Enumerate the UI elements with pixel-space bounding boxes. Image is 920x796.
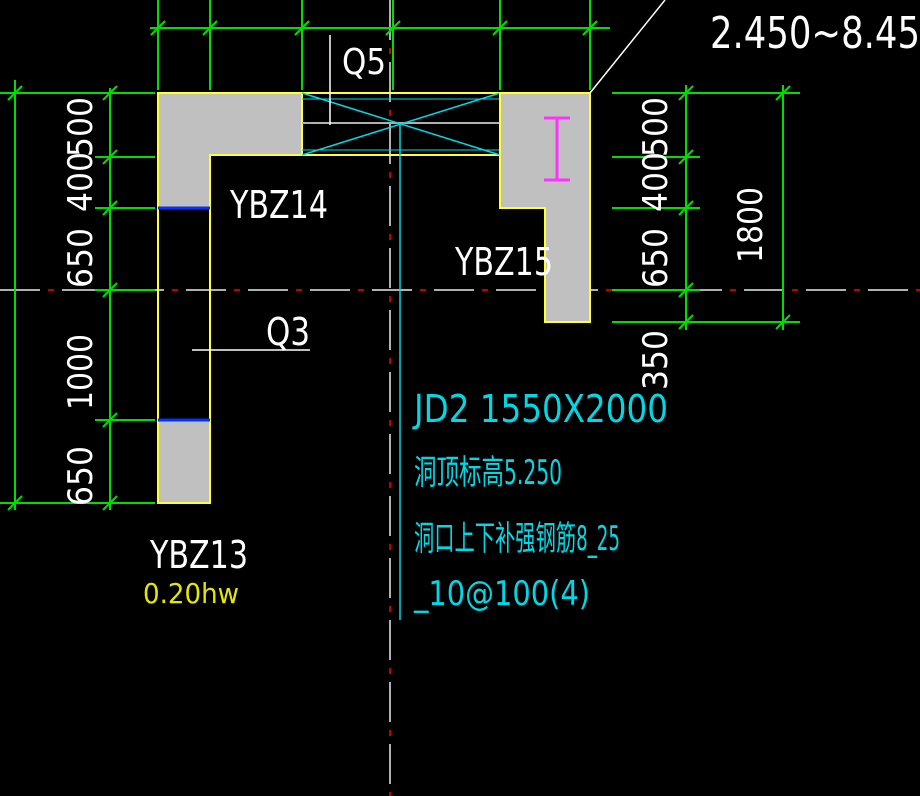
dim-right-350: 350 [636,330,676,390]
ybz13-fill[interactable] [158,420,210,503]
opening-cross-2 [301,92,501,156]
left-dimension-chain [0,80,155,511]
opening-top-elevation: 洞顶标高5.250 [414,453,562,493]
hw-label: 0.20hw [143,577,239,610]
elevation-range-label: 2.450~8.45 [710,8,920,59]
labels: 2.450~8.45 Q5 YBZ14 YBZ15 Q3 YBZ13 0.20h… [143,8,920,610]
opening-annotation: JD2 1550X2000 洞顶标高5.250 洞口上下补强钢筋8_25 _10… [412,387,668,614]
dim-right-650: 650 [636,228,676,288]
left-dimension-labels: 500 400 650 1000 650 [61,97,101,506]
ybz14-fill[interactable] [158,93,302,208]
steel-i-beam-icon [544,116,570,182]
dim-left-500: 500 [61,97,101,157]
opening-stirrup: _10@100(4) [413,574,590,614]
opening-reinforcement: 洞口上下补强钢筋8_25 [414,519,620,559]
top-dimension-chain [150,0,610,90]
ybz15-label: YBZ15 [454,240,553,284]
opening-title: JD2 1550X2000 [412,387,668,431]
wall-ybz15[interactable] [499,92,591,323]
dim-left-1000: 1000 [61,334,101,410]
opening-jd2[interactable] [301,92,501,156]
q3-label: Q3 [266,310,310,354]
dim-left-400: 400 [61,152,101,212]
dim-right-1800: 1800 [731,187,771,263]
leader-lines [192,0,666,620]
dim-left-650: 650 [61,228,101,288]
wall-ybz14-ybz13[interactable] [157,92,303,504]
ybz15-fill[interactable] [499,92,591,323]
ybz14-label: YBZ14 [229,183,328,227]
dim-right-500: 500 [636,97,676,157]
q5-label: Q5 [342,42,386,83]
elevation-leader [589,0,666,94]
dim-left-650b: 650 [61,446,101,506]
ybz13-label: YBZ13 [149,533,248,577]
dim-right-400: 400 [636,152,676,212]
right-dimension-labels: 500 400 650 350 1800 [636,97,771,390]
right-dimension-chain [612,85,800,330]
